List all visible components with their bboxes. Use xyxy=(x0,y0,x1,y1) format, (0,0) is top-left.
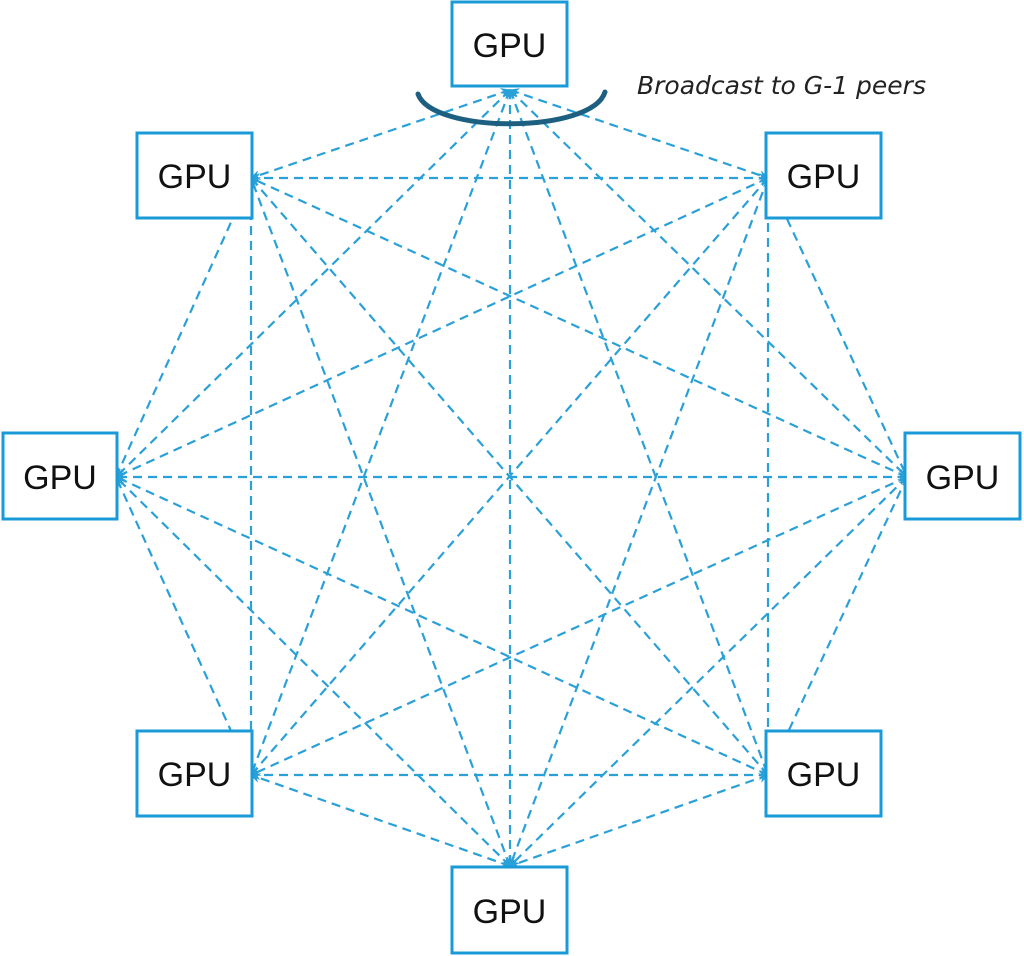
edge-top-upper-left xyxy=(250,88,511,180)
edge-lower-right-bottom xyxy=(509,773,769,868)
gpu-node-bottom: GPU xyxy=(450,865,569,955)
gpu-node-top: GPU xyxy=(450,0,569,88)
gpu-label: GPU xyxy=(787,158,861,196)
broadcast-annotation: Broadcast to G-1 peers xyxy=(637,71,926,100)
edge-top-upper-right xyxy=(509,88,769,180)
gpu-node-lower-right: GPU xyxy=(764,729,883,818)
edge-right-upper-left xyxy=(250,176,908,479)
gpu-node-upper-right: GPU xyxy=(764,131,883,220)
gpu-node-left: GPU xyxy=(1,431,119,521)
edge-upper-right-left xyxy=(115,177,769,478)
gpu-label: GPU xyxy=(926,459,1000,497)
edges-layer xyxy=(114,88,908,868)
gpu-node-right: GPU xyxy=(903,431,1022,521)
gpu-label: GPU xyxy=(787,756,861,794)
gpu-label: GPU xyxy=(23,459,97,497)
gpu-node-upper-left: GPU xyxy=(135,131,254,220)
edge-upper-right-right xyxy=(767,177,908,478)
edge-bottom-upper-left xyxy=(249,177,512,867)
edge-bottom-lower-left xyxy=(250,773,511,868)
gpu-label: GPU xyxy=(473,27,547,65)
gpu-node-lower-left: GPU xyxy=(135,729,254,818)
gpu-label: GPU xyxy=(158,158,232,196)
gpu-label: GPU xyxy=(473,893,547,931)
edge-left-upper-left xyxy=(114,177,253,478)
broadcast-bracket xyxy=(415,89,608,127)
edge-lower-left-left xyxy=(114,476,253,776)
gpu-label: GPU xyxy=(158,756,232,794)
